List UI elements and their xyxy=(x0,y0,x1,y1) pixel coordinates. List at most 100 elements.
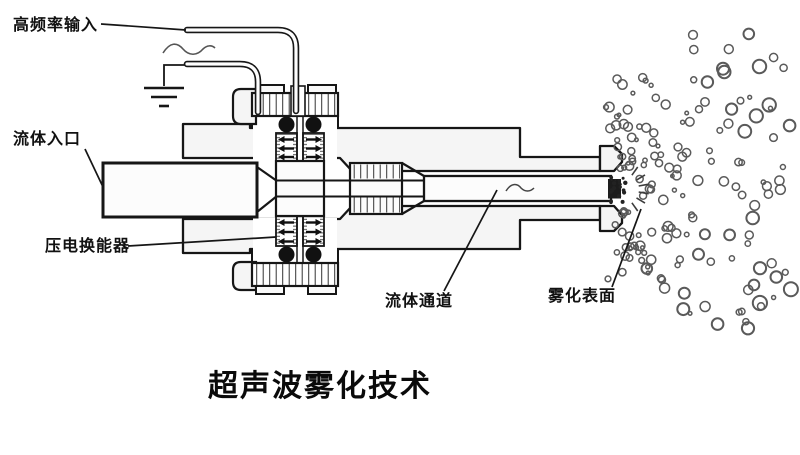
nut-tab-right xyxy=(307,84,337,94)
mist-droplet xyxy=(650,151,660,161)
electrode-dot xyxy=(278,116,295,133)
leader-lines xyxy=(84,23,642,292)
terminal-plug-upper xyxy=(231,87,258,126)
tip-speck xyxy=(618,182,621,185)
mist-droplet xyxy=(671,228,682,239)
mist-droplet xyxy=(671,187,678,193)
tip-speck xyxy=(612,183,615,186)
mist-droplet xyxy=(782,118,797,133)
label-fluid-channel: 流体通道 xyxy=(385,291,454,310)
mist-droplet xyxy=(624,160,635,172)
horn-assembly xyxy=(274,159,613,218)
mist-droplet xyxy=(620,206,628,215)
mist-droplet xyxy=(648,82,654,89)
mist-droplet xyxy=(679,119,686,125)
mist-droplet xyxy=(642,77,649,84)
spray-droplets xyxy=(602,27,799,336)
mist-droplet xyxy=(621,164,628,171)
label-atomization-surface: 雾化表面 xyxy=(548,286,617,305)
tip-speck xyxy=(617,179,621,182)
mist-droplet xyxy=(661,232,673,244)
tip-speck xyxy=(621,188,626,193)
label-fluid-inlet: 流体入口 xyxy=(13,129,82,148)
horn-taper-bottom xyxy=(401,200,425,215)
mist-droplet xyxy=(689,76,698,84)
mist-droplet xyxy=(648,137,658,148)
horn-ribs-lower xyxy=(353,197,400,213)
mist-droplet xyxy=(640,161,648,169)
mist-droplet xyxy=(737,190,747,200)
mist-droplet xyxy=(667,223,676,233)
mist-droplet xyxy=(683,231,690,238)
mist-droplet xyxy=(669,173,675,179)
mist-droplet xyxy=(747,94,753,100)
mist-droplet xyxy=(651,93,661,103)
leader-piezo xyxy=(127,236,277,247)
mist-droplet xyxy=(734,157,743,167)
inlet-taper-bottom xyxy=(256,195,278,213)
ground-symbol-icon xyxy=(144,86,184,108)
tip-speck xyxy=(614,179,617,182)
tip-speck xyxy=(623,180,628,185)
mist-droplet xyxy=(635,232,642,239)
mist-droplet xyxy=(736,96,745,105)
mist-droplet xyxy=(657,194,669,206)
mist-droplet xyxy=(700,96,710,107)
mist-droplet xyxy=(747,278,761,292)
polarization-arrowhead xyxy=(315,238,322,245)
mist-droplet xyxy=(684,116,695,127)
mist-droplet xyxy=(692,174,704,187)
polarization-arrowhead xyxy=(315,228,322,236)
mist-droplet xyxy=(751,58,768,75)
mist-droplet xyxy=(744,240,752,248)
electrode-dot xyxy=(305,246,322,263)
tip-speck xyxy=(609,188,613,191)
page-title: 超声波雾化技术 xyxy=(208,369,432,404)
tip-speck xyxy=(609,175,614,180)
polarization-arrows xyxy=(278,136,322,245)
tip-speckle xyxy=(609,175,628,205)
mist-droplet xyxy=(716,126,724,134)
mist-droplet xyxy=(763,189,774,199)
nozzle-flange-lower xyxy=(598,204,624,233)
mist-droplet xyxy=(731,182,741,192)
mist-droplet xyxy=(723,118,734,129)
mist-droplet xyxy=(707,157,716,165)
mist-droplet xyxy=(617,154,623,160)
polarization-arrowhead xyxy=(315,153,322,161)
mist-droplet xyxy=(782,281,799,298)
mist-droplet xyxy=(710,317,725,331)
mist-droplet xyxy=(645,254,657,266)
mist-droplet xyxy=(742,284,754,296)
mist-droplet xyxy=(654,158,664,168)
mist-droplet xyxy=(675,255,685,264)
nut-foot-right xyxy=(307,285,337,295)
spray-dash-icon xyxy=(631,166,639,176)
horn-ribs-upper xyxy=(353,164,400,179)
ground-wire xyxy=(144,60,262,116)
mist-droplet xyxy=(725,102,739,116)
polarization-arrowhead xyxy=(315,145,322,152)
fluid-squiggle-icon xyxy=(505,183,535,192)
mist-droplet xyxy=(617,227,627,237)
electrode-dot xyxy=(278,246,295,263)
mist-droplet xyxy=(612,74,622,84)
tip-speck xyxy=(609,199,613,204)
polarization-arrowhead xyxy=(315,219,322,226)
mist-droplet xyxy=(768,52,779,63)
mist-droplet xyxy=(694,104,704,114)
mist-droplet xyxy=(688,213,698,223)
fluid-inlet-tube xyxy=(101,161,278,219)
mist-droplet xyxy=(742,27,756,41)
signal-squiggle-icon xyxy=(162,43,216,56)
polarization-arrowhead xyxy=(278,145,285,152)
electrode-dot xyxy=(305,116,322,133)
leader-hf-input xyxy=(100,23,187,31)
leader-atomization-surface xyxy=(611,208,642,288)
mist-droplet xyxy=(705,147,714,155)
mist-droplet xyxy=(636,123,643,130)
mist-droplet xyxy=(671,170,682,181)
mist-droplet xyxy=(766,258,777,269)
mist-droplet xyxy=(616,164,625,173)
polarization-arrowhead xyxy=(278,219,285,226)
